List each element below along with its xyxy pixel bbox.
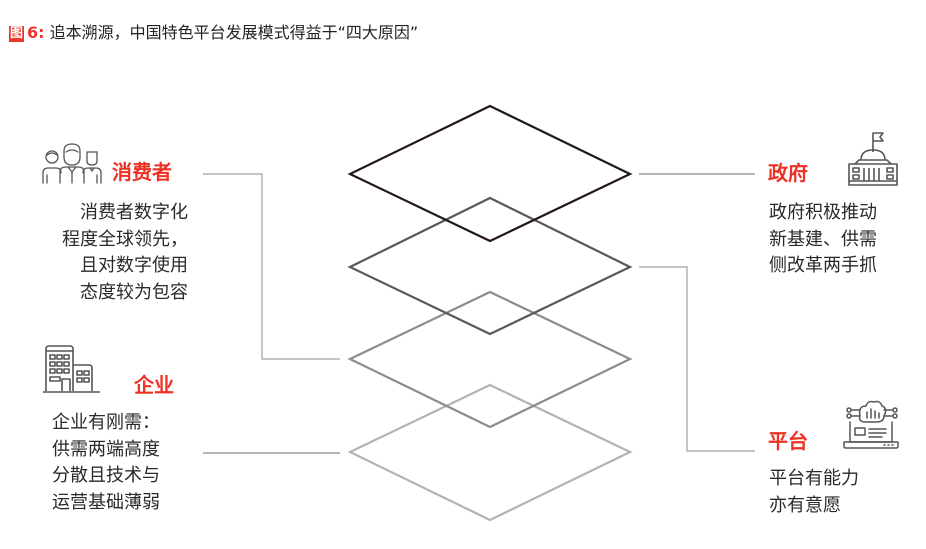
figure-label: 图 bbox=[9, 26, 25, 42]
enterprise-line-3: 分散且技术与 bbox=[52, 465, 160, 486]
office-building-icon bbox=[43, 345, 100, 393]
diamond-layer-1 bbox=[347, 104, 633, 243]
government-description: 政府积极推动 新基建、供需 侧改革两手抓 bbox=[769, 200, 877, 280]
enterprise-heading: 企业 bbox=[134, 373, 174, 397]
platform-line-2: 亦有意愿 bbox=[769, 494, 841, 516]
consumer-line-4: 态度较为包容 bbox=[80, 281, 188, 303]
people-group-icon bbox=[42, 143, 102, 184]
consumer-line-3: 且对数字使用 bbox=[80, 255, 188, 276]
platform-description: 平台有能力 亦有意愿 bbox=[769, 466, 859, 519]
platform-heading: 平台 bbox=[768, 429, 808, 453]
consumer-heading: 消费者 bbox=[112, 160, 172, 184]
diamond-layer-2 bbox=[347, 196, 633, 336]
government-capitol-icon bbox=[848, 132, 898, 186]
consumer-line-2: 程度全球领先， bbox=[62, 228, 188, 250]
government-line-3: 侧改革两手抓 bbox=[769, 255, 877, 276]
enterprise-line-2: 供需两端高度 bbox=[52, 438, 160, 460]
consumer-line-1: 消费者数字化 bbox=[80, 202, 188, 223]
laptop-analytics-icon bbox=[843, 400, 899, 449]
government-heading: 政府 bbox=[768, 161, 808, 185]
connector-platform bbox=[639, 266, 755, 452]
government-line-2: 新基建、供需 bbox=[769, 228, 877, 250]
enterprise-description: 企业有刚需： 供需两端高度 分散且技术与 运营基础薄弱 bbox=[52, 410, 160, 516]
connector-consumer bbox=[203, 173, 340, 360]
enterprise-line-1: 企业有刚需： bbox=[52, 412, 160, 433]
platform-line-1: 平台有能力 bbox=[769, 468, 859, 489]
figure-number: 6: bbox=[27, 23, 45, 42]
government-line-1: 政府积极推动 bbox=[769, 202, 877, 223]
enterprise-line-4: 运营基础薄弱 bbox=[52, 491, 160, 513]
consumer-description: 消费者数字化 程度全球领先， 且对数字使用 态度较为包容 bbox=[30, 200, 188, 306]
figure-title-text: 追本溯源，中国特色平台发展模式得益于“四大原因” bbox=[49, 23, 419, 42]
diamond-layer-3 bbox=[347, 290, 633, 429]
diamond-layer-4 bbox=[347, 383, 633, 522]
